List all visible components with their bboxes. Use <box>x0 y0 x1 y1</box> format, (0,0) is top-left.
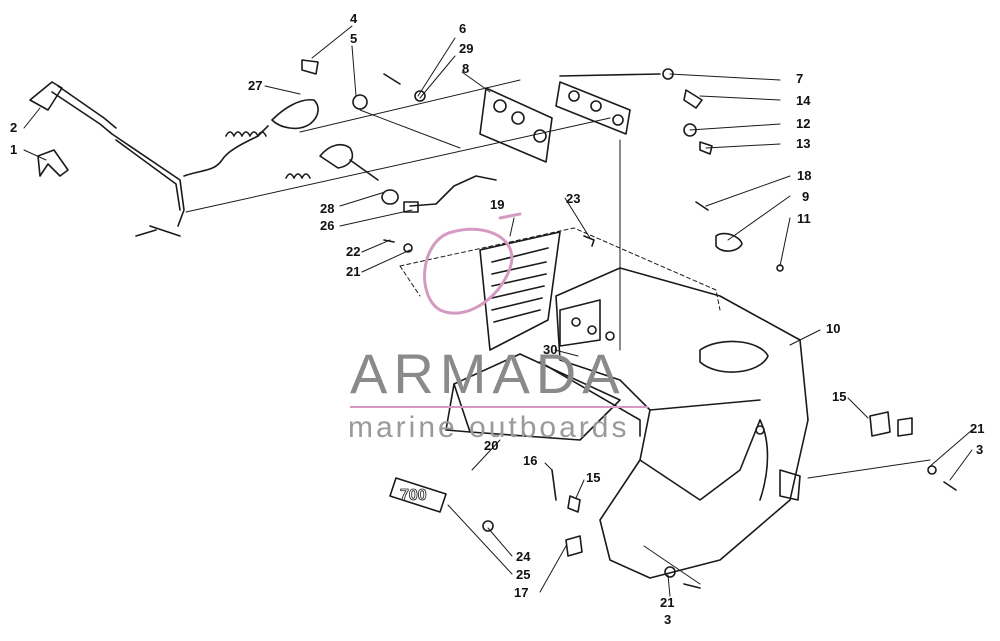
callout-21: 21 <box>660 595 675 610</box>
callout-6: 6 <box>459 21 467 36</box>
watermark-logo <box>423 212 522 315</box>
callout-9: 9 <box>802 189 810 204</box>
callout-2: 2 <box>10 120 18 135</box>
callout-14: 14 <box>796 93 811 108</box>
watermark-brand: ARMADA <box>350 342 626 405</box>
callout-18: 18 <box>797 168 812 183</box>
emblem-text: 700 <box>400 487 427 504</box>
model-emblem: 700 <box>389 477 447 513</box>
callout-22: 22 <box>346 244 361 259</box>
vent-grille <box>479 231 561 351</box>
callout-26: 26 <box>320 218 335 233</box>
callout-4: 4 <box>350 11 358 26</box>
console-floor-outline <box>399 227 721 311</box>
callout-1: 1 <box>10 142 18 157</box>
callout-10: 10 <box>826 321 841 336</box>
callout-24: 24 <box>516 549 531 564</box>
callout-16: 16 <box>523 453 538 468</box>
callout-12: 12 <box>796 116 811 131</box>
callout-23: 23 <box>566 191 581 206</box>
callout-15: 15 <box>586 470 601 485</box>
callout-3: 3 <box>664 612 672 627</box>
hardware-fasteners <box>301 59 957 589</box>
callout-25: 25 <box>516 567 531 582</box>
watermark-tagline: marine outboards <box>348 411 630 444</box>
callout-15: 15 <box>832 389 847 404</box>
watermark-divider <box>350 406 648 408</box>
callout-8: 8 <box>462 61 470 76</box>
callout-5: 5 <box>350 31 358 46</box>
callout-11: 11 <box>797 211 811 226</box>
console-housing <box>445 267 809 579</box>
callout-20: 20 <box>484 438 499 453</box>
throttle-cable-assembly <box>29 81 185 237</box>
callout-21: 21 <box>970 421 985 436</box>
callout-19: 19 <box>490 197 505 212</box>
callout-27: 27 <box>248 78 263 93</box>
callout-29: 29 <box>459 41 474 56</box>
callout-28: 28 <box>320 201 335 216</box>
callout-3: 3 <box>976 442 984 457</box>
callout-17: 17 <box>514 585 529 600</box>
kill-switch-tether <box>183 98 497 213</box>
callout-21: 21 <box>346 264 361 279</box>
callout-13: 13 <box>796 136 811 151</box>
switch-plate <box>479 73 661 163</box>
leader-lines <box>23 25 973 597</box>
callout-7: 7 <box>796 71 804 86</box>
callout-30: 30 <box>543 342 558 357</box>
